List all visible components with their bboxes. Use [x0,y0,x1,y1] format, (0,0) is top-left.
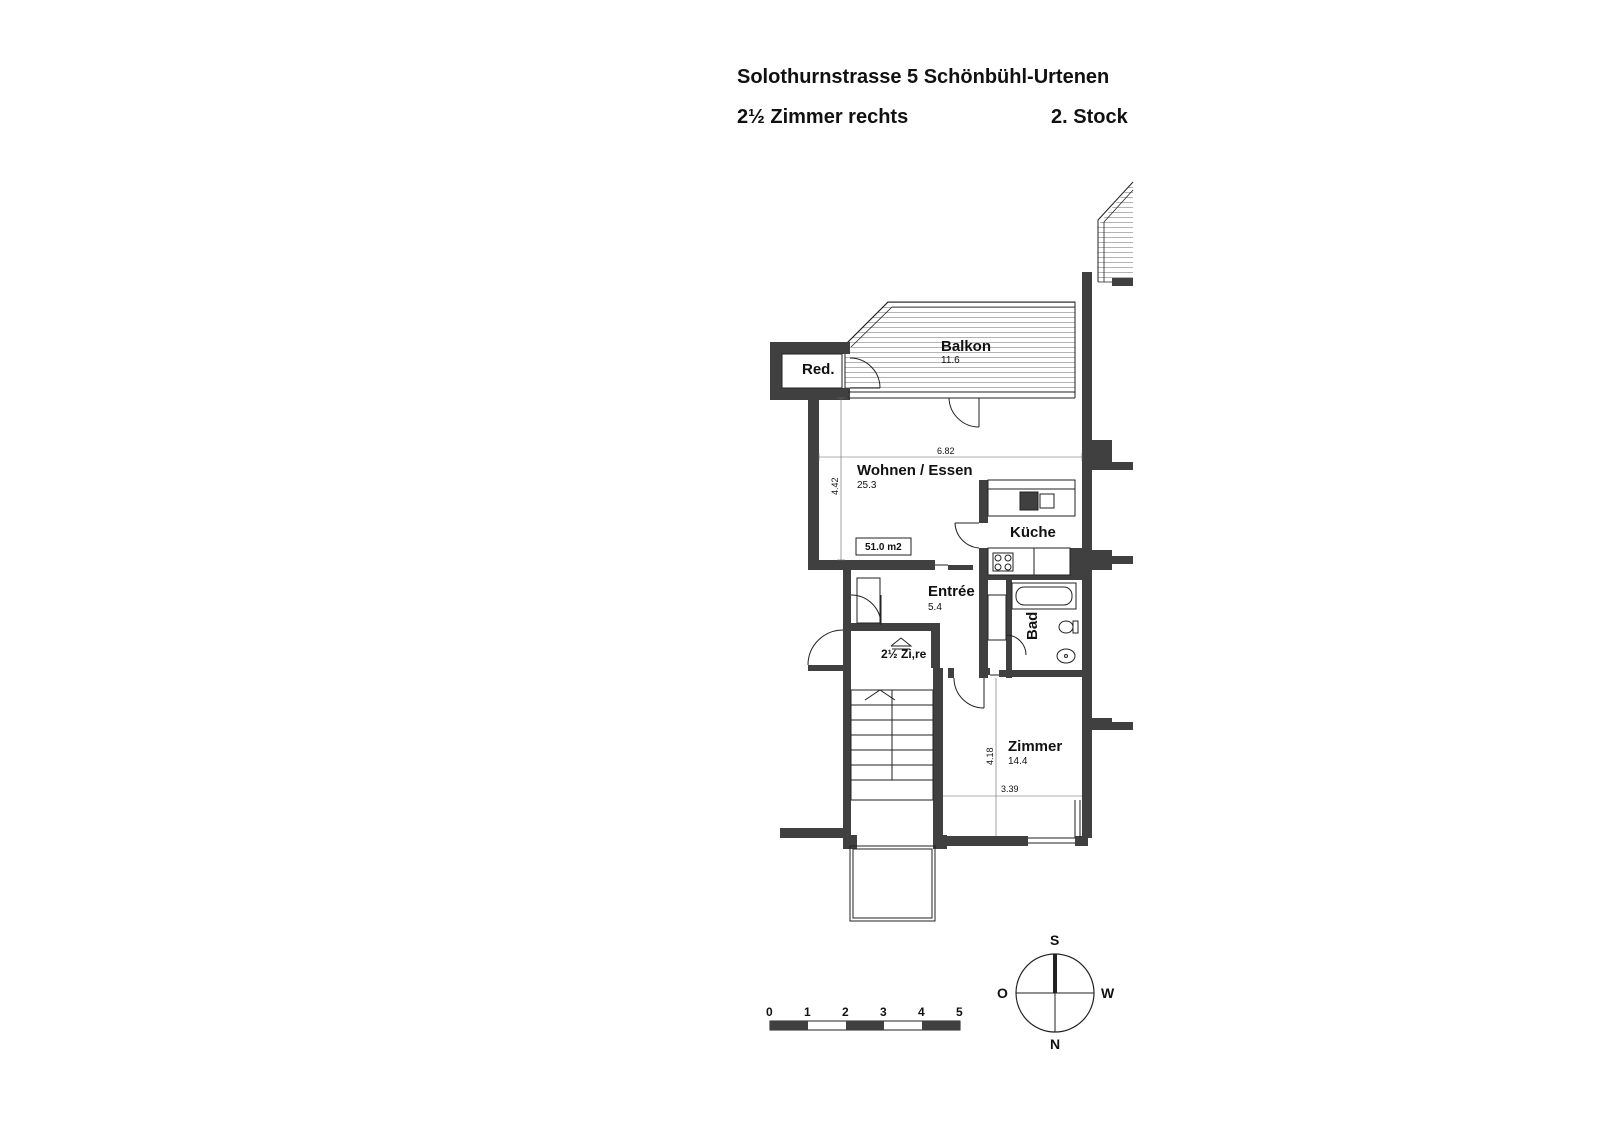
room-name-kueche: Küche [1010,524,1056,541]
room-name-wohnen: Wohnen / Essen [857,462,973,479]
room-name-reduit: Red. [802,361,835,378]
compass-right: W [1101,985,1115,1001]
dim-zimmer-depth: 4.18 [985,747,995,765]
floor-title: 2. Stock [1051,106,1128,128]
walls [770,272,1133,849]
address-title: Solothurnstrasse 5 Schönbühl-Urtenen [737,66,1110,88]
compass-top: S [1050,932,1059,948]
room-name-balkon: Balkon [941,338,991,355]
scale-bar: 0 1 2 3 4 5 [766,1005,963,1031]
dim-wohnen-depth: 4.42 [830,477,840,495]
dim-zimmer-width: 3.39 [1001,784,1019,794]
thin-lines [781,302,1081,922]
room-area-entree: 5.4 [928,602,942,613]
compass-bottom: N [1050,1036,1060,1052]
room-name-zimmer: Zimmer [1008,738,1062,755]
room-name-bad: Bad [1024,612,1041,640]
unit-title: 2½ Zimmer rechts [737,106,909,128]
scale-label-1: 1 [804,1005,811,1019]
compass: S O W N [997,932,1115,1052]
dim-wohnen-width: 6.82 [937,446,955,456]
neighbour-balcony [1097,181,1134,283]
scale-label-0: 0 [766,1005,773,1019]
room-name-entree: Entrée [928,583,975,600]
entrance-label: 2½ Zi,re [881,647,927,661]
scale-label-4: 4 [918,1005,925,1019]
scale-label-3: 3 [880,1005,887,1019]
scale-label-2: 2 [842,1005,849,1019]
total-area: 51.0 m2 [865,542,902,553]
dimension-lines [818,397,1083,836]
room-area-wohnen: 25.3 [857,480,877,491]
room-area-balkon: 11.6 [941,355,960,366]
compass-left: O [997,985,1008,1001]
room-area-zimmer: 14.4 [1008,756,1028,767]
balcony [844,301,1076,393]
scale-label-5: 5 [956,1005,963,1019]
